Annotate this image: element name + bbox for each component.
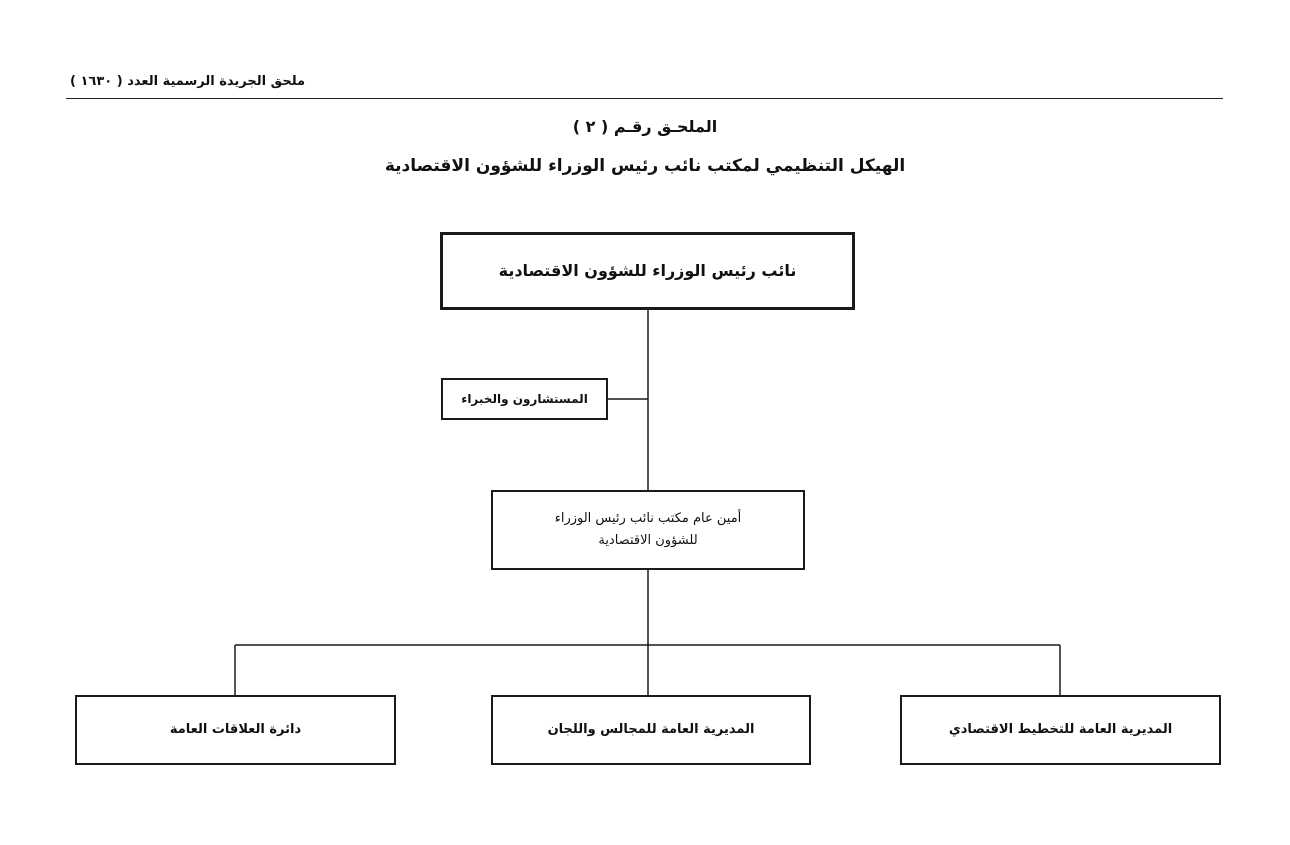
header-rule (66, 98, 1223, 99)
secretary-label-line2: للشؤون الاقتصادية (598, 533, 698, 548)
councils-directorate-box: المديرية العامة للمجالس واللجان (491, 695, 811, 765)
councils-directorate-label: المديرية العامة للمجالس واللجان (547, 722, 755, 737)
public-relations-label: دائرة العلاقات العامة (169, 722, 302, 737)
secretary-label-line1: أمين عام مكتب نائب رئيس الوزراء (554, 511, 742, 526)
public-relations-box: دائرة العلاقات العامة (75, 695, 396, 765)
secretary-general-box: أمين عام مكتب نائب رئيس الوزراء للشؤون ا… (491, 490, 805, 570)
gazette-supplement-header: ملحق الجريدة الرسمية العدد ( ١٦٣٠ ) (70, 74, 306, 89)
advisors-box: المستشارون والخبراء (441, 378, 608, 420)
annex-title: الملحـق رقـم ( ٢ ) (572, 117, 718, 136)
deputy-pm-box: نائب رئيس الوزراء للشؤون الاقتصادية (440, 232, 855, 310)
advisors-label: المستشارون والخبراء (461, 392, 588, 406)
planning-directorate-box: المديرية العامة للتخطيط الاقتصادي (900, 695, 1221, 765)
structure-title: الهيكل التنظيمي لمكتب نائب رئيس الوزراء … (384, 156, 906, 176)
deputy-pm-label: نائب رئيس الوزراء للشؤون الاقتصادية (498, 261, 797, 280)
planning-directorate-label: المديرية العامة للتخطيط الاقتصادي (948, 722, 1173, 737)
